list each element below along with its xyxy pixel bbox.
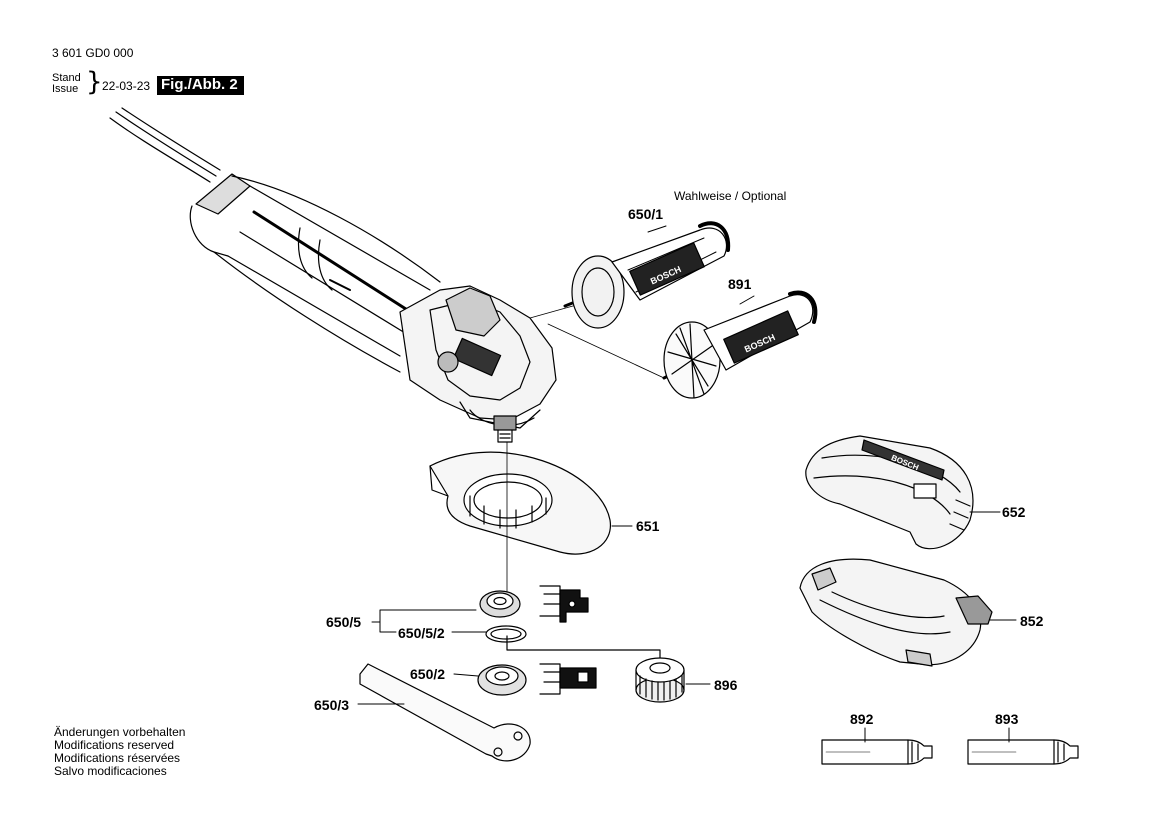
part-label-893: 893 — [995, 711, 1019, 727]
spanner-wrench-650-3 — [359, 663, 531, 762]
part-label-650-5: 650/5 — [326, 614, 362, 630]
mounting-symbol-1 — [539, 585, 589, 623]
part-label-650-2: 650/2 — [410, 666, 446, 682]
brace-glyph: } — [86, 67, 103, 97]
flange-nut-650-2 — [477, 664, 527, 696]
power-cord — [109, 107, 221, 183]
part-label-650-1: 650/1 — [628, 206, 664, 222]
issue-date: 22-03-23 — [102, 79, 151, 93]
handle-891 — [662, 290, 818, 399]
figure-label: Fig./Abb. 2 — [157, 76, 244, 95]
note-de: Änderungen vorbehalten — [54, 725, 186, 739]
angle-grinder-body — [189, 173, 557, 443]
part-label-891: 891 — [728, 276, 752, 292]
guard-651 — [429, 441, 611, 597]
part-label-892: 892 — [850, 711, 874, 727]
note-fr: Modifications réservées — [54, 751, 181, 765]
part-label-651: 651 — [636, 518, 660, 534]
stand-issue-labels: Stand Issue — [52, 73, 81, 95]
handle-650-1 — [563, 221, 731, 329]
mounting-symbol-2 — [539, 663, 597, 695]
flange-650-5 — [479, 590, 527, 643]
cutting-guard-652 — [805, 435, 974, 550]
guard-852 — [799, 558, 993, 667]
tube-892 — [821, 739, 933, 765]
quick-nut-896 — [635, 657, 685, 703]
note-en: Modifications reserved — [54, 738, 175, 752]
optional-note: Wahlweise / Optional — [674, 189, 787, 203]
stand-label: Stand — [52, 72, 81, 84]
part-label-852: 852 — [1020, 613, 1044, 629]
part-label-896: 896 — [714, 677, 738, 693]
tube-893 — [967, 739, 1079, 765]
part-label-650-5-2: 650/5/2 — [398, 625, 445, 641]
note-es: Salvo modificaciones — [54, 764, 167, 778]
leader-lines — [357, 225, 1017, 743]
document-number: 3 601 GD0 000 — [52, 46, 134, 60]
part-label-652: 652 — [1002, 504, 1026, 520]
modification-notes: Änderungen vorbehalten Modifications res… — [54, 726, 185, 778]
part-label-650-3: 650/3 — [314, 697, 350, 713]
issue-label: Issue — [52, 83, 79, 95]
